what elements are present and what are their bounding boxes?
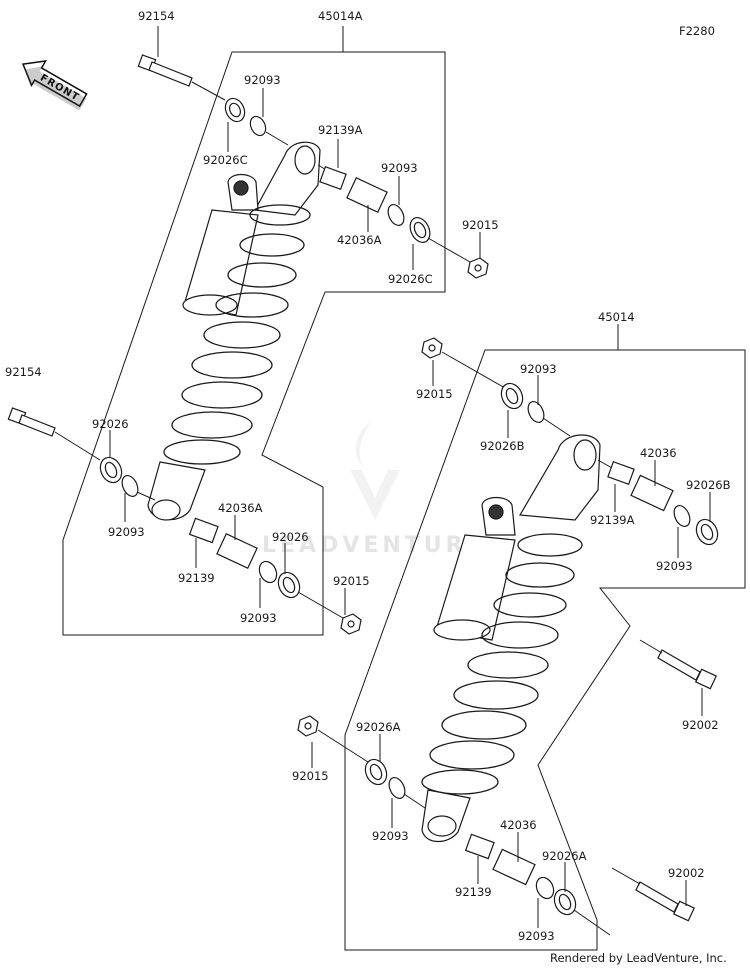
figure-code: F2280: [679, 24, 715, 38]
label-92139a-b: 92139A: [590, 513, 635, 527]
watermark-logo: [350, 420, 400, 520]
label-92154-a-low: 92154: [5, 365, 42, 379]
washer-92026c-a-top: [224, 97, 246, 123]
label-92093-a-mid: 92093: [381, 161, 418, 175]
seal-92093-a-low: [121, 475, 139, 497]
bushing-92139a-a: [319, 165, 347, 191]
nut-92015-a-top: [467, 257, 489, 279]
label-92026a-b-bot: 92026A: [542, 849, 587, 863]
bolt-92002-b-top: [657, 649, 718, 690]
frame-a: [62, 51, 446, 636]
bolt-92154-a-top: [137, 54, 193, 87]
label-42036a-a-top: 42036A: [337, 233, 382, 247]
label-92026c-a-top: 92026C: [203, 153, 248, 167]
label-92026-a-low: 92026: [92, 417, 129, 431]
washer-92026a-b-mid: [364, 758, 388, 786]
collar-42036a-a-top: [346, 177, 388, 213]
label-92093-b-right: 92093: [656, 559, 693, 573]
credit-text: Rendered by LeadVenture, Inc.: [550, 951, 727, 965]
label-45014a: 45014A: [318, 9, 363, 23]
label-92154-a: 92154: [138, 9, 175, 23]
washer-92026-a-low: [99, 456, 123, 484]
label-92026-a-bot: 92026: [272, 530, 309, 544]
label-45014: 45014: [598, 310, 635, 324]
label-92093-a-bot: 92093: [240, 611, 277, 625]
label-92026c-a-bot: 92026C: [388, 272, 433, 286]
washer-92026b-b-right: [695, 518, 719, 546]
label-92015-a-bot: 92015: [333, 574, 370, 588]
watermark-text: LEADVENTURE: [262, 533, 486, 558]
label-92093-b-bot: 92093: [518, 929, 555, 943]
label-92002-b-top: 92002: [682, 718, 719, 732]
washer-92026c-a-bot: [409, 217, 431, 243]
front-arrow-icon: FRONT: [21, 60, 88, 111]
label-92093-b-top: 92093: [520, 362, 557, 376]
label-92026b-b-top: 92026B: [480, 439, 525, 453]
frame-b: [344, 349, 746, 951]
seal-92093-b-bot: [535, 876, 555, 900]
leaders-b: [311, 360, 711, 928]
bushing-92139-b: [464, 833, 495, 860]
washer-92026-a-bot: [277, 571, 301, 599]
collar-42036-b-bot: [492, 848, 536, 886]
bushing-92139-a: [188, 517, 219, 544]
collar-42036a-a-low: [216, 533, 258, 569]
nut-92015-b-mid: [297, 715, 319, 737]
seal-92093-a-mid: [387, 204, 405, 226]
label-42036a-a-low: 42036A: [218, 501, 263, 515]
label-92093-a-top: 92093: [244, 73, 281, 87]
spring-a: [163, 204, 311, 465]
seal-92093-b-mid: [388, 777, 406, 799]
bolt-92154-a-low: [7, 407, 56, 437]
label-92093-a-low: 92093: [108, 525, 145, 539]
label-92026b-b-right: 92026B: [686, 478, 731, 492]
label-92015-b-top: 92015: [416, 387, 453, 401]
label-92015-b-mid: 92015: [292, 769, 329, 783]
seal-92093-b-top: [527, 401, 545, 423]
seal-92093-a-bot: [258, 560, 278, 584]
seal-92093-b-right: [673, 505, 691, 527]
seal-92093-a-top: [249, 115, 267, 137]
nut-92015-b-top: [421, 337, 443, 359]
spring-b: [421, 533, 583, 795]
washer-92026a-b-bot: [553, 888, 577, 916]
label-92139-a: 92139: [178, 571, 215, 585]
label-92139-b: 92139: [455, 885, 492, 899]
label-42036-b-bot: 42036: [500, 818, 537, 832]
washer-92026b-b-top: [500, 382, 524, 410]
label-92093-b-mid: 92093: [372, 829, 409, 843]
shock-absorber-a: [147, 141, 321, 521]
label-92002-b-bot: 92002: [668, 866, 705, 880]
label-42036-b-top: 42036: [640, 446, 677, 460]
label-92026a-b-mid: 92026A: [356, 720, 401, 734]
collar-42036-b-top: [630, 474, 674, 512]
bushing-92139a-b: [607, 460, 635, 486]
label-92015-a-top: 92015: [462, 218, 499, 232]
label-92139a-a: 92139A: [318, 123, 363, 137]
leaders-a: [109, 26, 481, 615]
bolt-92002-b-bot: [635, 881, 696, 922]
nut-92015-a-bot: [340, 613, 362, 635]
shock-absorber-b: [421, 434, 601, 843]
